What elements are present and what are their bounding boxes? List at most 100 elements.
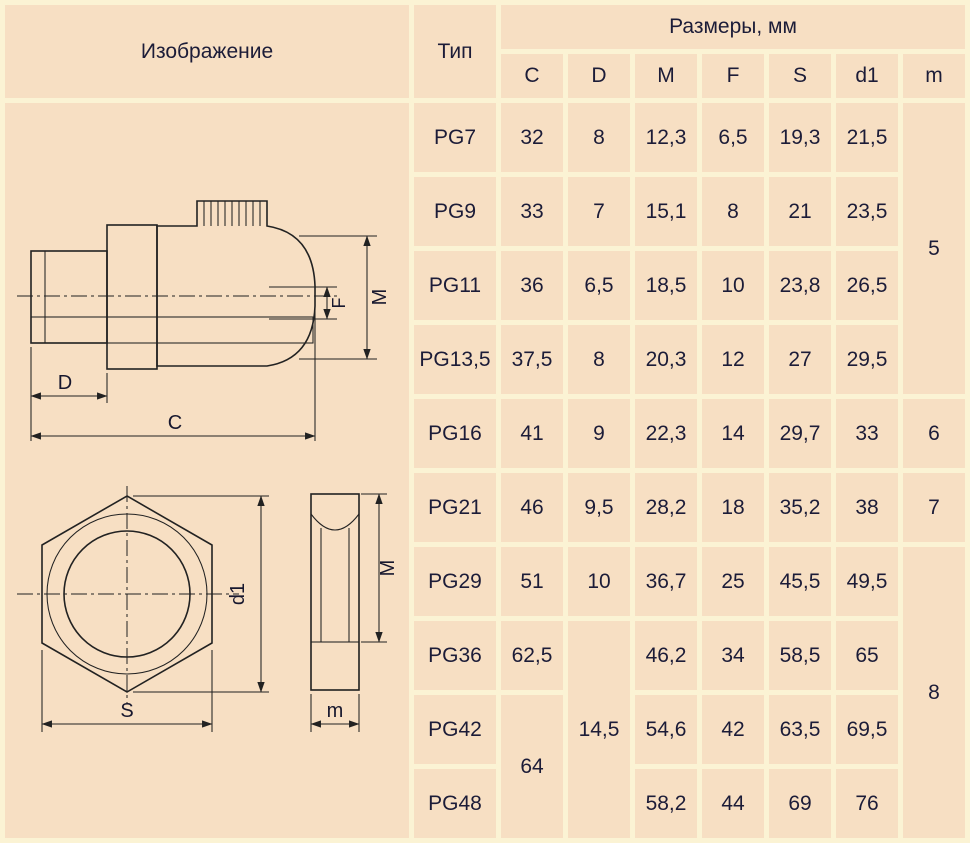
cell-pg21-d1: 38: [836, 473, 898, 542]
header-row-1: Изображение Тип Размеры, мм: [5, 5, 966, 98]
header-row-2: C D M F S d1 m: [5, 54, 966, 98]
cell-pg29-F: 25: [702, 547, 764, 616]
header-image: Изображение: [5, 5, 409, 98]
cell-pg16-F: 14: [702, 399, 764, 468]
cell-pg36-M: 46,2: [635, 621, 697, 690]
thread-hatch-section: [29, 316, 314, 344]
cell-pg16-M: 22,3: [635, 399, 697, 468]
hex-nut-outline: [40, 495, 213, 693]
type-cell-pg21: PG21: [414, 473, 496, 542]
type-cell-pg36: PG36: [414, 621, 496, 690]
cell-pg21-C: 46: [501, 473, 563, 542]
cell-pg7-F: 6,5: [702, 103, 764, 172]
cell-pg11-F: 10: [702, 251, 764, 320]
dimension-C: C: [29, 309, 316, 441]
cell-pg11-C: 36: [501, 251, 563, 320]
cell-pg9-S: 21: [769, 177, 831, 246]
type-cell-pg13: PG13,5: [414, 325, 496, 394]
cell-pg36-S: 58,5: [769, 621, 831, 690]
cell-pg7-C: 32: [501, 103, 563, 172]
cell-pg29-d1: 49,5: [836, 547, 898, 616]
cell-pg7-S: 19,3: [769, 103, 831, 172]
cell-C-merged: 64: [501, 695, 563, 838]
cell-pg16-m: 6: [903, 399, 966, 468]
header-col-F: F: [702, 54, 764, 98]
cell-pg9-F: 8: [702, 177, 764, 246]
cell-pg9-C: 33: [501, 177, 563, 246]
dim-label-m: m: [326, 700, 343, 722]
cell-pg13-M: 20,3: [635, 325, 697, 394]
type-cell-pg11: PG11: [414, 251, 496, 320]
cell-pg36-d1: 65: [836, 621, 898, 690]
cell-pg36-F: 34: [702, 621, 764, 690]
table-row-pg13: PG13,5 37,5 8 20,3 12 27 29,5: [5, 325, 965, 394]
header-col-S: S: [769, 54, 831, 98]
cell-pg13-S: 27: [769, 325, 831, 394]
dimension-S: S: [40, 650, 213, 732]
dim-label-M: M: [369, 289, 391, 306]
cell-pg48-F: 44: [702, 769, 764, 838]
cell-pg36-C: 62,5: [501, 621, 563, 690]
type-cell-pg29: PG29: [414, 547, 496, 616]
table-row-pg42: PG42 64 54,6 42 63,5 69,5: [5, 695, 965, 838]
cell-pg9-d1: 23,5: [836, 177, 898, 246]
cell-pg42-d1: 69,5: [836, 695, 898, 764]
cell-D-merged: 14,5: [568, 621, 630, 838]
nut-section-relief: [310, 513, 359, 531]
cell-pg21-S: 35,2: [769, 473, 831, 542]
type-cell-pg48: PG48: [414, 769, 496, 838]
gland-side-view-drawing: D C F M: [16, 200, 391, 441]
cell-pg11-S: 23,8: [769, 251, 831, 320]
header-type: Тип: [414, 5, 496, 98]
cell-pg16-C: 41: [501, 399, 563, 468]
dimension-D: D: [29, 347, 108, 441]
cell-pg9-M: 15,1: [635, 177, 697, 246]
cell-pg42-M: 54,6: [635, 695, 697, 764]
cell-pg29-M: 36,7: [635, 547, 697, 616]
table-row-pg9: PG9 33 7 15,1 8 21 23,5: [5, 177, 965, 246]
cell-m-merged-bottom: 8: [903, 547, 966, 838]
gland-nut-body: [155, 200, 316, 367]
cell-pg16-d1: 33: [836, 399, 898, 468]
type-cell-pg16: PG16: [414, 399, 496, 468]
drawing-cell: D C F M: [5, 103, 409, 838]
cell-pg13-D: 8: [568, 325, 630, 394]
nut-views-drawing: d1 S: [16, 486, 399, 732]
cell-pg16-S: 29,7: [769, 399, 831, 468]
cell-pg11-D: 6,5: [568, 251, 630, 320]
cell-pg16-D: 9: [568, 399, 630, 468]
technical-drawings: D C F M: [5, 103, 409, 838]
cell-pg29-D: 10: [568, 547, 630, 616]
table-row-pg29: PG29 51 10 36,7 25 45,5 49,5 8: [5, 547, 966, 838]
dimension-F: F: [322, 286, 349, 320]
cell-pg7-M: 12,3: [635, 103, 697, 172]
cell-pg48-d1: 76: [836, 769, 898, 838]
thread-cylinder: [29, 250, 108, 344]
cell-pg21-m: 7: [903, 473, 966, 542]
cell-pg42-F: 42: [702, 695, 764, 764]
cell-pg21-M: 28,2: [635, 473, 697, 542]
header-col-d1: d1: [836, 54, 898, 98]
cell-m-merged-top: 5: [903, 103, 966, 394]
table-row-pg21: PG21 46 9,5 28,2 18 35,2 38 7: [5, 473, 966, 542]
cell-pg29-C: 51: [501, 547, 563, 616]
cell-pg13-d1: 29,5: [836, 325, 898, 394]
header-col-M: M: [635, 54, 697, 98]
dim-label-M-nut: M: [377, 560, 399, 577]
dimension-M: M: [298, 235, 391, 360]
cell-pg13-C: 37,5: [501, 325, 563, 394]
dimension-d1: d1: [132, 495, 269, 693]
cell-pg11-d1: 26,5: [836, 251, 898, 320]
type-cell-pg42: PG42: [414, 695, 496, 764]
dim-label-S: S: [120, 700, 133, 722]
cell-pg9-D: 7: [568, 177, 630, 246]
hex-flange: [105, 224, 158, 370]
header-col-m: m: [903, 54, 966, 98]
dimension-M-nut: M: [360, 493, 399, 643]
table-row-pg11: PG11 36 6,5 18,5 10 23,8 26,5: [5, 251, 965, 320]
dimension-m: m: [309, 694, 360, 732]
nut-section-hatch: [309, 641, 360, 691]
knurl-ribs: [202, 201, 261, 226]
dim-label-F: F: [329, 298, 349, 309]
